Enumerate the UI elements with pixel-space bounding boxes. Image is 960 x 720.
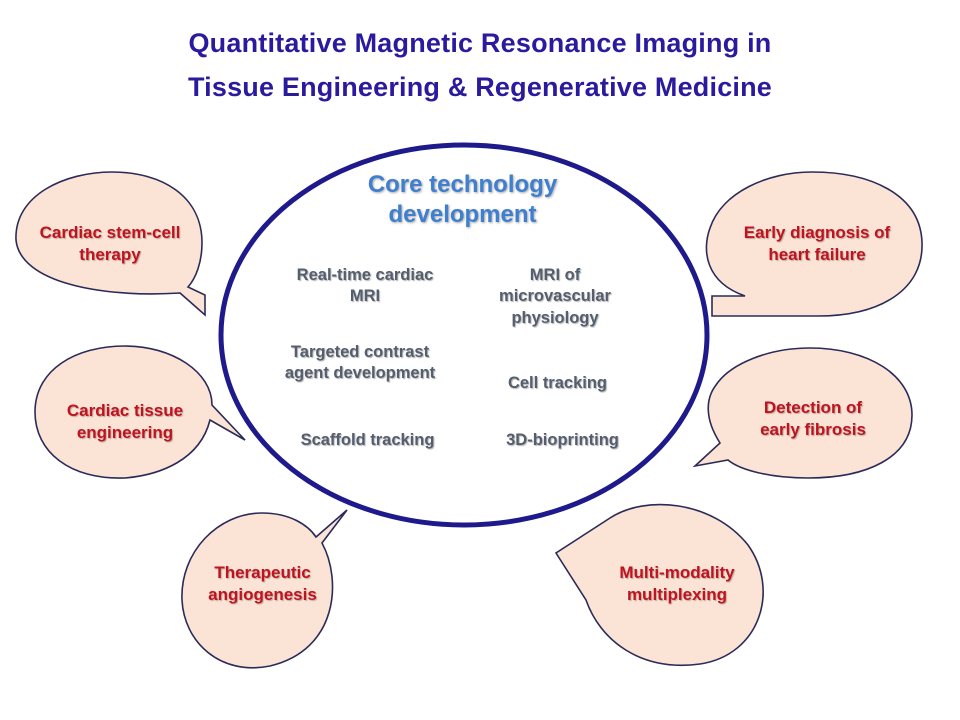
bubble-label-line: Early diagnosis of xyxy=(743,223,891,242)
bubble-label-multi-modality-multiplexing: Multi-modality multiplexing xyxy=(592,562,762,606)
bubble-label-line: multiplexing xyxy=(626,585,728,605)
bubble-label-line: engineering xyxy=(76,423,174,443)
core-item-line: 3D-bioprinting xyxy=(506,431,619,449)
core-item-scaffold-tracking: Scaffold tracking xyxy=(275,430,460,451)
core-item-line: Scaffold tracking xyxy=(300,431,435,449)
core-item-line: Real-time cardiac xyxy=(296,266,434,284)
bubble-label-line: angiogenesis xyxy=(208,585,317,605)
core-item-line: Cell tracking xyxy=(507,374,608,392)
bubble-label-line: Cardiac tissue xyxy=(66,401,184,420)
bubble-label-line: Multi-modality xyxy=(619,563,735,582)
bubble-detection-early-fibrosis xyxy=(692,347,913,479)
core-heading-line-2: development xyxy=(388,201,537,228)
core-technology-ellipse xyxy=(218,142,710,528)
bubble-label-line: Cardiac stem-cell xyxy=(39,223,181,242)
page-title-line-1: Quantitative Magnetic Resonance Imaging … xyxy=(188,28,772,58)
bubble-label-line: Therapeutic xyxy=(214,563,311,582)
bubble-label-line: therapy xyxy=(79,245,141,265)
bubble-label-early-diagnosis-heart-failure: Early diagnosis of heart failure xyxy=(722,222,912,266)
bubble-label-therapeutic-angiogenesis: Therapeutic angiogenesis xyxy=(190,562,335,606)
core-item-line: microvascular xyxy=(499,287,611,306)
bubble-multi-modality-multiplexing xyxy=(554,503,764,666)
core-item-line: MRI xyxy=(349,287,381,306)
bubble-label-line: early fibrosis xyxy=(760,420,866,440)
core-item-mri-microvascular-physiology: MRI of microvascular physiology xyxy=(470,265,640,329)
bubble-cardiac-stem-cell-therapy xyxy=(15,171,206,317)
core-item-line: physiology xyxy=(511,308,599,327)
bubble-cardiac-tissue-engineering xyxy=(34,345,246,479)
core-item-cell-tracking: Cell tracking xyxy=(480,373,635,394)
core-item-targeted-contrast-agent: Targeted contrast agent development xyxy=(255,342,465,385)
page-title-line-2: Tissue Engineering & Regenerative Medici… xyxy=(187,72,773,102)
core-item-real-time-cardiac-mri: Real-time cardiac MRI xyxy=(265,265,465,308)
core-heading-line-1: Core technology xyxy=(367,171,558,198)
bubble-early-diagnosis-heart-failure xyxy=(705,171,923,317)
bubble-label-line: heart failure xyxy=(768,245,866,265)
bubble-therapeutic-angiogenesis xyxy=(181,509,348,669)
bubble-label-cardiac-stem-cell-therapy: Cardiac stem-cell therapy xyxy=(20,222,200,266)
core-item-3d-bioprinting: 3D-bioprinting xyxy=(480,430,645,451)
core-item-line: agent development xyxy=(284,364,436,383)
core-item-line: MRI of xyxy=(529,266,581,284)
bubble-label-detection-early-fibrosis: Detection of early fibrosis xyxy=(728,397,898,441)
core-heading: Core technology development xyxy=(320,170,605,230)
bubble-label-cardiac-tissue-engineering: Cardiac tissue engineering xyxy=(40,400,210,444)
bubble-label-line: Detection of xyxy=(763,398,863,417)
core-item-line: Targeted contrast xyxy=(290,343,430,361)
